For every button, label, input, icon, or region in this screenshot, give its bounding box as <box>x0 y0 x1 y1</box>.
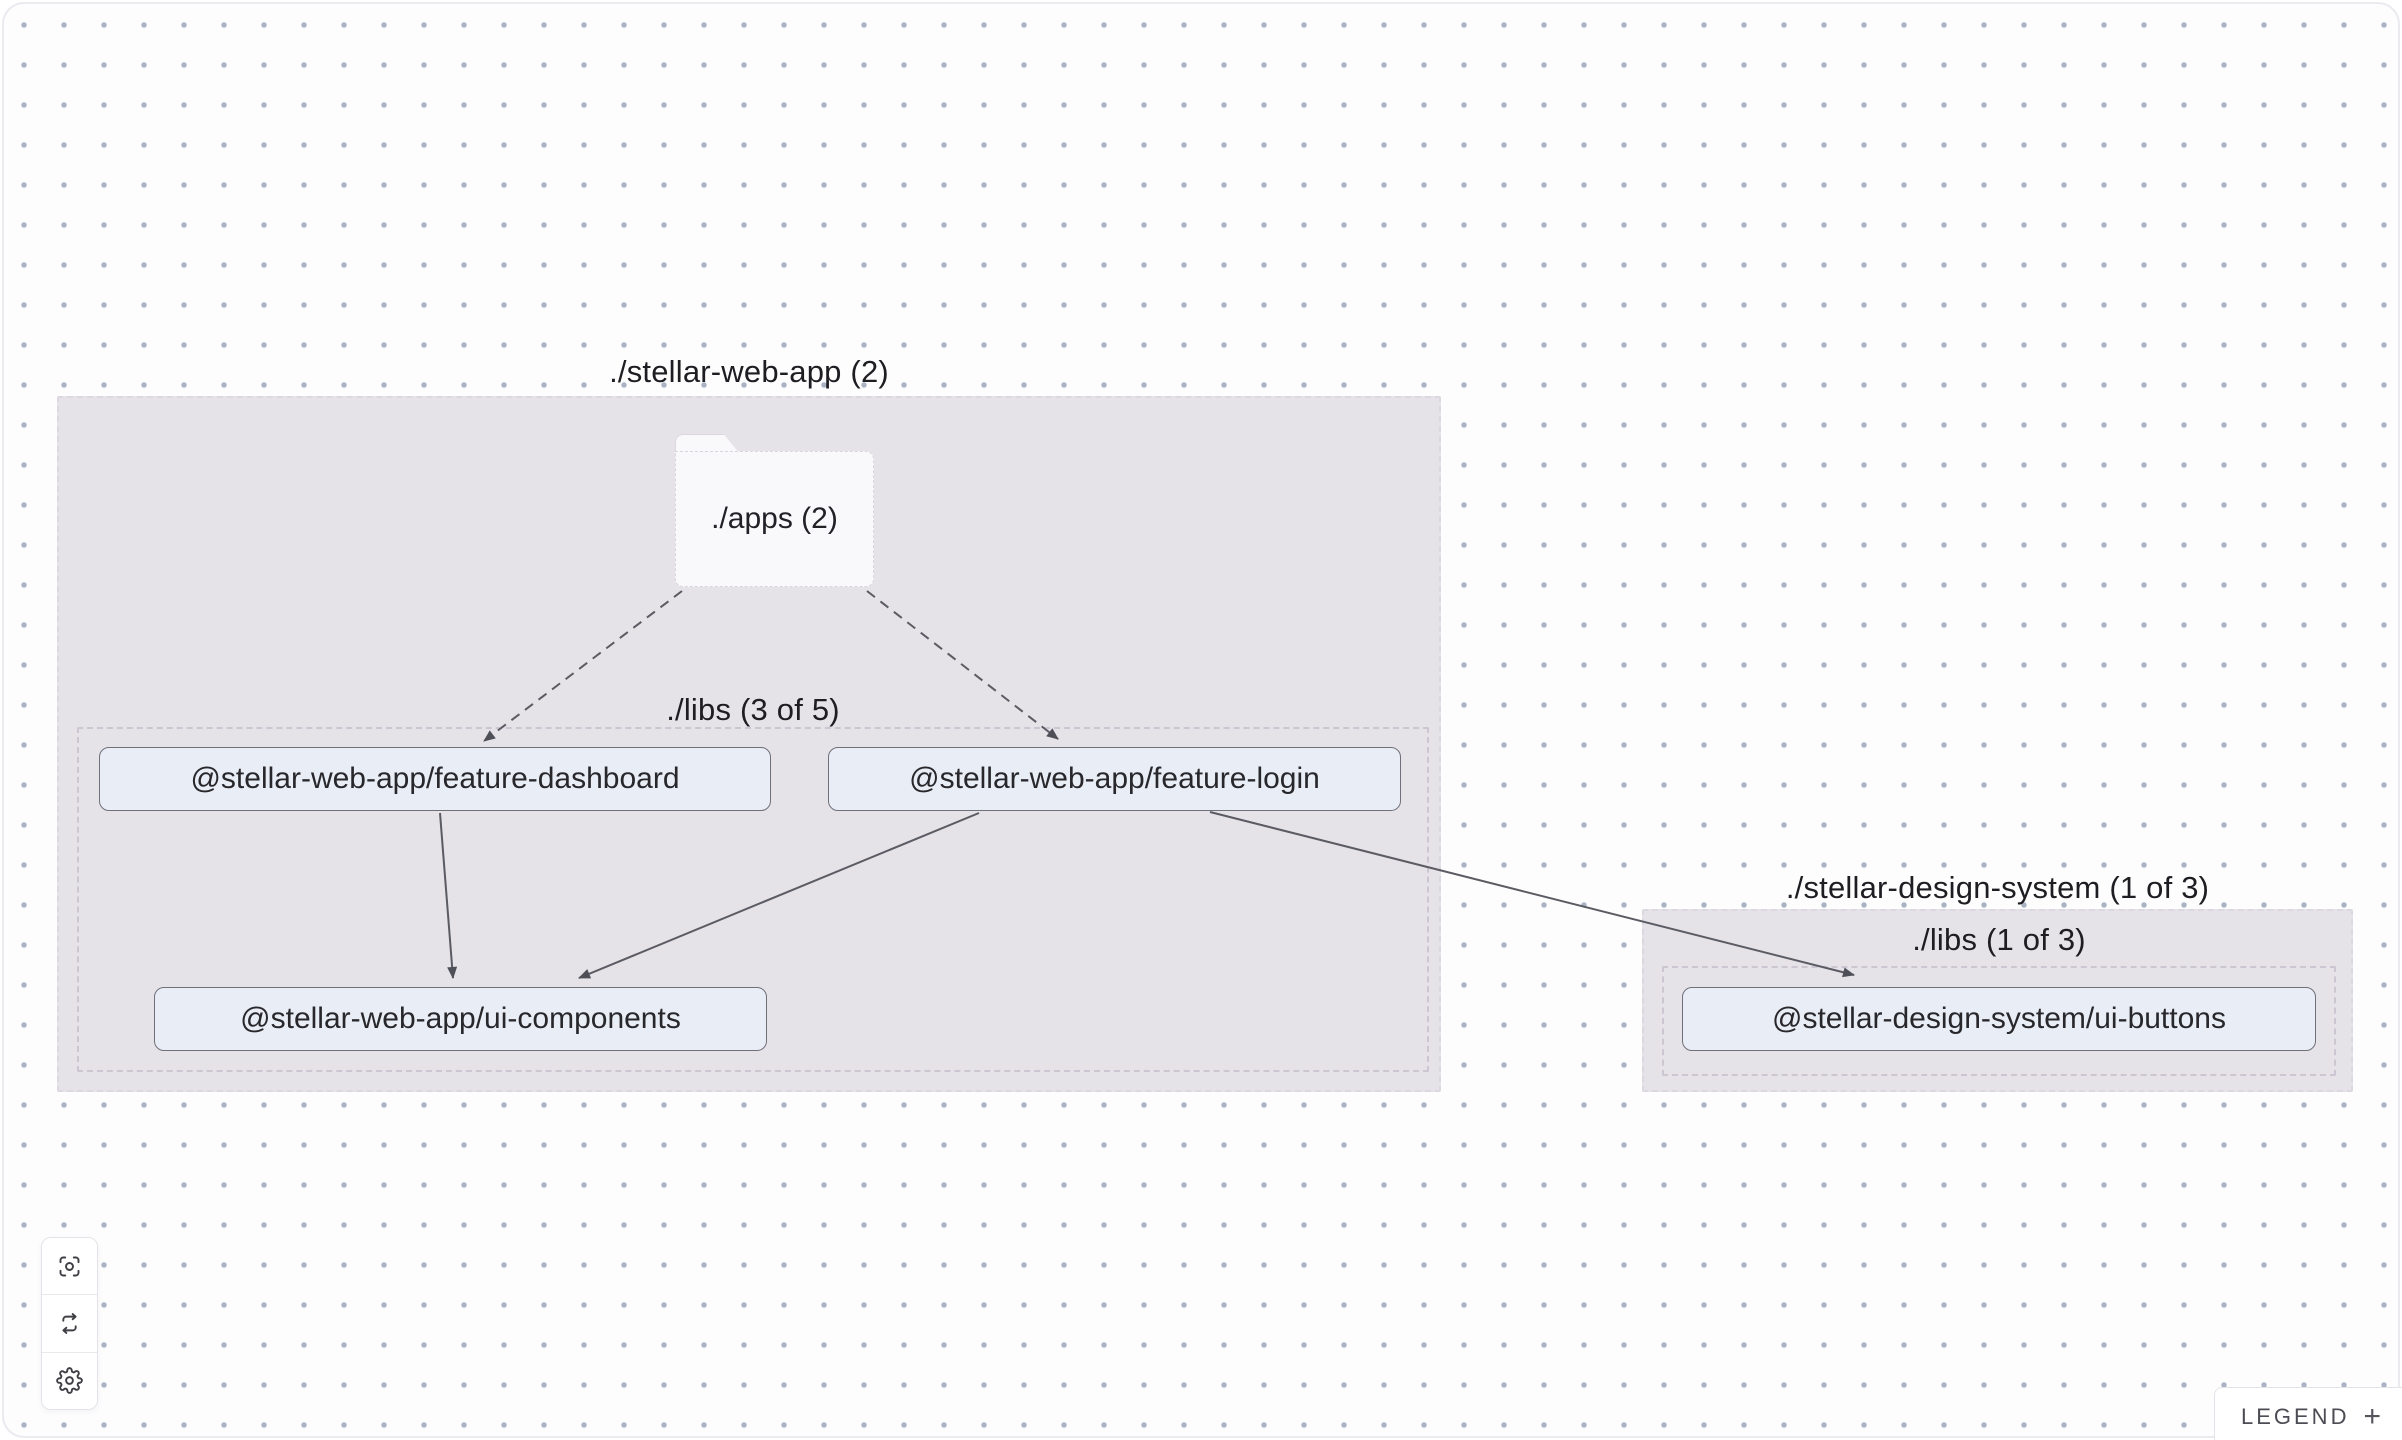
node-ui-components-label: @stellar-web-app/ui-components <box>240 1002 681 1035</box>
node-ui-buttons[interactable]: @stellar-design-system/ui-buttons <box>1682 987 2316 1051</box>
center-graph-button[interactable] <box>42 1238 97 1295</box>
graph-settings-button[interactable] <box>42 1351 97 1409</box>
node-ui-components[interactable]: @stellar-web-app/ui-components <box>154 987 767 1051</box>
refresh-icon <box>62 1313 77 1334</box>
node-ui-buttons-label: @stellar-design-system/ui-buttons <box>1772 1002 2226 1035</box>
canvas-toolbar <box>41 1237 98 1410</box>
plus-icon: + <box>2363 1399 2381 1433</box>
group-title-stellar-web-app-libs: ./libs (3 of 5) <box>666 692 840 727</box>
legend-toggle-button[interactable]: LEGEND + <box>2214 1387 2402 1440</box>
edge-apps-to-feature-login[interactable] <box>866 590 1059 740</box>
folder-apps[interactable]: ./apps (2) <box>675 451 874 587</box>
legend-label: LEGEND <box>2240 1403 2350 1429</box>
group-stellar-design-system-libs[interactable] <box>1662 966 2336 1076</box>
folder-apps-tab <box>675 434 739 453</box>
group-title-stellar-design-system: ./stellar-design-system (1 of 3) <box>1785 870 2210 905</box>
edge-apps-to-feature-dashboard[interactable] <box>483 590 683 742</box>
node-feature-login[interactable]: @stellar-web-app/feature-login <box>828 747 1401 811</box>
refresh-graph-button[interactable] <box>42 1294 97 1352</box>
focus-icon <box>59 1256 80 1277</box>
folder-apps-label: ./apps (2) <box>711 502 838 535</box>
edge-feature-login-to-ui-buttons[interactable] <box>1209 811 1855 978</box>
dependency-edges <box>439 590 1855 979</box>
group-title-stellar-web-app: ./stellar-web-app (2) <box>609 354 889 389</box>
group-stellar-web-app-libs[interactable] <box>77 727 1429 1072</box>
settings-icon <box>56 1367 83 1395</box>
edge-feature-dashboard-to-ui-components[interactable] <box>439 812 458 979</box>
edge-feature-login-to-ui-components[interactable] <box>578 812 980 979</box>
node-feature-login-label: @stellar-web-app/feature-login <box>909 762 1320 795</box>
node-feature-dashboard-label: @stellar-web-app/feature-dashboard <box>190 762 680 795</box>
group-title-stellar-design-system-libs: ./libs (1 of 3) <box>1912 922 2086 957</box>
node-feature-dashboard[interactable]: @stellar-web-app/feature-dashboard <box>99 747 771 811</box>
